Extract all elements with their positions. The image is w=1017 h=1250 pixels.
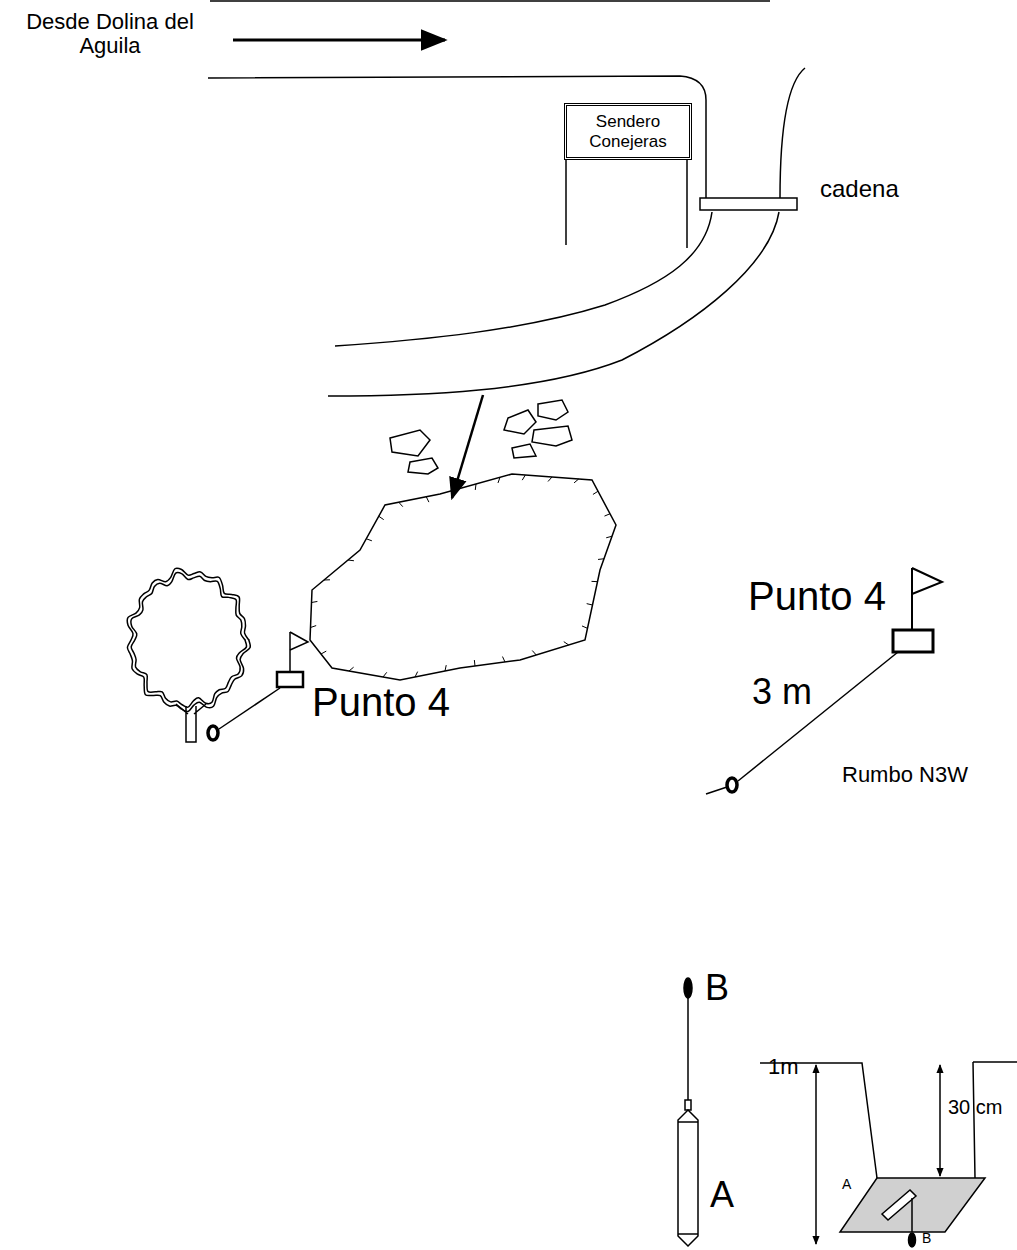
probe-body (678, 1110, 698, 1246)
path-edge (328, 68, 805, 396)
road-edge (210, 0, 770, 2)
probe-cable (687, 998, 689, 1100)
point-label: Punto 4 (312, 680, 450, 724)
rocks (390, 400, 572, 474)
sinkhole-outline (310, 474, 616, 680)
probe-label: B (922, 1231, 931, 1246)
probe-label: A (842, 1177, 851, 1192)
probe-connector (685, 1100, 691, 1110)
bearing-label: Rumbo N3W (842, 763, 968, 787)
point-marker (893, 630, 933, 652)
bearing-line (706, 787, 727, 794)
road-edge (208, 76, 706, 200)
point-marker (277, 672, 303, 687)
flag (912, 568, 942, 594)
chain-symbol (700, 198, 797, 210)
access-arrow (452, 395, 483, 498)
pit-floor (840, 1178, 985, 1232)
probe-in-pit (882, 1190, 916, 1220)
ring-marker (208, 726, 218, 740)
direction-arrow (233, 39, 445, 42)
flag-pole (911, 568, 913, 630)
point-label: Punto 4 (748, 574, 886, 618)
bearing-line (738, 652, 898, 781)
flag (290, 632, 308, 650)
sign-text: Sendero Conejeras (573, 112, 683, 151)
path-edge (335, 212, 712, 346)
dimension-line (815, 1065, 817, 1244)
sign-post (686, 160, 688, 248)
pit-profile (760, 1062, 1017, 1178)
sign-post (565, 160, 567, 245)
bearing-line (219, 688, 280, 729)
sinkhole-ticks (311, 475, 613, 677)
probe-label: A (710, 1175, 734, 1215)
probe-end (684, 978, 692, 998)
dimension-line (939, 1065, 941, 1176)
flag-pole (289, 632, 291, 672)
distance-label: 3 m (752, 672, 812, 712)
dimension-label: 1m (768, 1055, 799, 1079)
probe-label: B (705, 968, 729, 1008)
ring-marker (727, 778, 737, 792)
trail-sign: Sendero Conejeras (564, 103, 692, 160)
probe-end (909, 1233, 916, 1247)
chain-label: cadena (820, 176, 899, 202)
dimension-label: 30 cm (948, 1096, 1002, 1118)
origin-note: Desde Dolina del Aguila (10, 10, 210, 58)
probe-cable (911, 1198, 913, 1232)
tree (127, 568, 250, 742)
